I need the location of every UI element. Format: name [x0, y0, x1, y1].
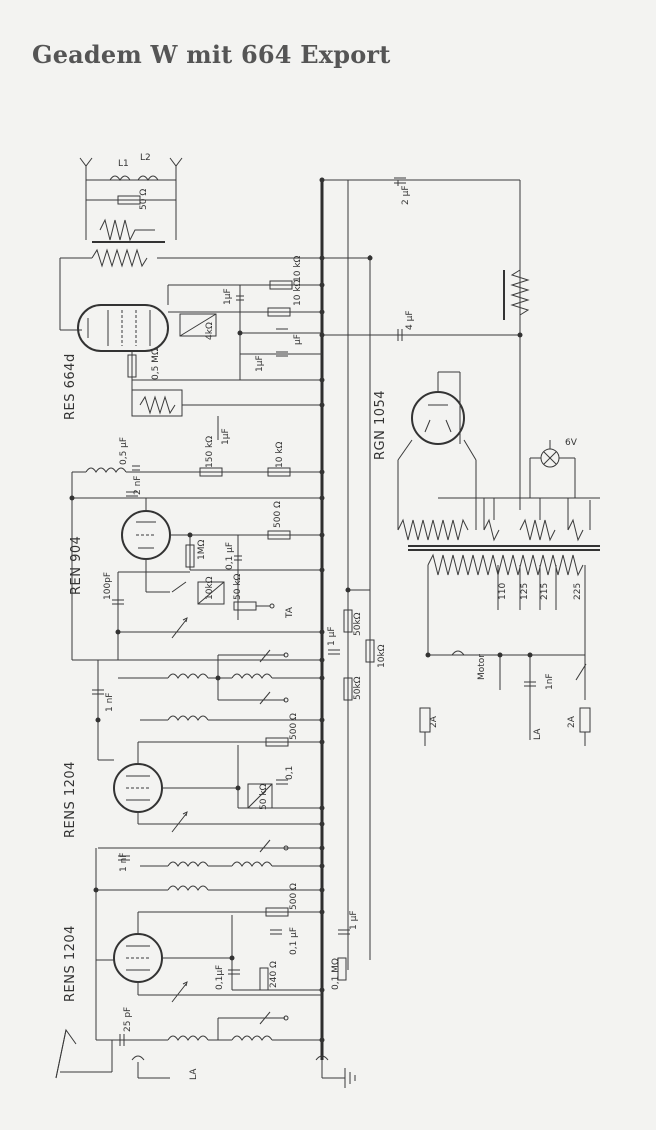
label-c1uf-f: 1 μF [327, 627, 337, 647]
tube-label-rgn1054: RGN 1054 [373, 390, 388, 460]
label-motor: Motor [477, 654, 487, 680]
antenna-input [55, 959, 356, 1088]
label-r50k2: 50 kΩ [259, 783, 269, 810]
label-r50ka: 50kΩ [353, 612, 363, 636]
label-c1nf-m: 1nF [545, 673, 555, 690]
label-r50kb: 50kΩ [353, 676, 363, 700]
rens1204-b-network [137, 907, 350, 1003]
label-c05: 0,5 μF [119, 437, 129, 465]
tube-res664d [77, 304, 169, 352]
label-r10ka: 10kΩ [377, 644, 387, 668]
label-ta: TA [285, 606, 295, 619]
pilot-lamp [529, 440, 576, 498]
rens1204-a-network [98, 737, 322, 833]
label-r01m: 0,1 MΩ [331, 958, 341, 990]
voltage-110: 110 [498, 583, 508, 600]
label-c1uf-b: 1μF [255, 355, 265, 372]
label-r1m: 1MΩ [197, 540, 207, 560]
label-la: LA [189, 1068, 199, 1080]
label-fuse-b: 2A [567, 715, 577, 728]
label-lamp: 6V [565, 438, 578, 448]
label-r500c: 500 Ω [289, 883, 299, 910]
label-r150k: 150 kΩ [205, 436, 215, 468]
label-la2: LA [533, 728, 543, 740]
label-c-uf-b: μF [293, 334, 303, 345]
label-c2uf: 2 μF [401, 186, 411, 206]
label-r500b: 500 Ω [289, 713, 299, 740]
coil-ren904-feedback [85, 467, 127, 473]
label-r50: 50 Ω [139, 189, 149, 210]
tube-ren904 [121, 510, 171, 560]
label-l1: L1 [118, 159, 129, 169]
label-fuse-a: 2A [429, 715, 439, 728]
coil-res664-grid [139, 395, 176, 415]
filter-choke [510, 269, 530, 316]
label-r10k-c: 10 kΩ [275, 441, 285, 468]
label-c2nf: 2 nF [133, 476, 143, 495]
band-coils-2 [95, 839, 322, 960]
label-r500a: 500 Ω [273, 501, 283, 528]
label-r03m: 0,5 MΩ [151, 348, 161, 380]
label-c1uf-c: 1μF [221, 428, 231, 445]
label-r50k: 50 kΩ [233, 573, 243, 600]
mains-section [419, 610, 591, 746]
label-c4uf: 4 μF [405, 311, 415, 331]
power-transformer [397, 460, 600, 655]
band-coils-1 [72, 649, 340, 760]
label-l2: L2 [140, 153, 151, 163]
voltage-225: 225 [573, 583, 583, 600]
label-c01uf-b: 0,1μF [215, 965, 225, 990]
label-r4k: 4kΩ [205, 322, 215, 340]
tube-label-ren904: REN 904 [69, 536, 84, 595]
label-r240: 240 Ω [269, 961, 279, 988]
label-r10k-d: 10kΩ [205, 576, 215, 600]
page-title: Geadem W mit 664 Export [32, 40, 391, 69]
junction-dots [69, 177, 533, 1043]
label-c1nf: 1 nF [105, 693, 115, 712]
input-network [79, 157, 183, 243]
label-c1uf-e: 1 μF [349, 911, 359, 931]
label-c01: 0,1 [285, 766, 295, 780]
label-c01b: 0,1 μF [289, 927, 299, 955]
tube-rens1204-b [113, 933, 163, 983]
tube-label-rens1204-b: RENS 1204 [63, 925, 78, 1002]
label-c100pf: 100pF [103, 572, 113, 600]
voltage-125: 125 [520, 583, 530, 600]
tube-label-res664d: RES 664d [63, 353, 78, 420]
label-c01uf: 0,1 μF [225, 542, 235, 570]
label-r10k-b: 10 kΩ [293, 279, 303, 306]
label-c1nf-b: 1 nF [119, 853, 129, 872]
tube-rgn1054 [397, 371, 477, 461]
tube-rens1204-a [113, 763, 163, 813]
label-r10k-a: 10 kΩ [293, 255, 303, 282]
output-transformer-coil [91, 248, 148, 268]
voltage-215: 215 [540, 583, 550, 600]
label-c25pf: 25 pF [123, 1007, 133, 1032]
tube-label-rens1204-a: RENS 1204 [63, 761, 78, 838]
label-c1uf-a: 1μF [223, 288, 233, 305]
divider-resistors [343, 589, 375, 701]
